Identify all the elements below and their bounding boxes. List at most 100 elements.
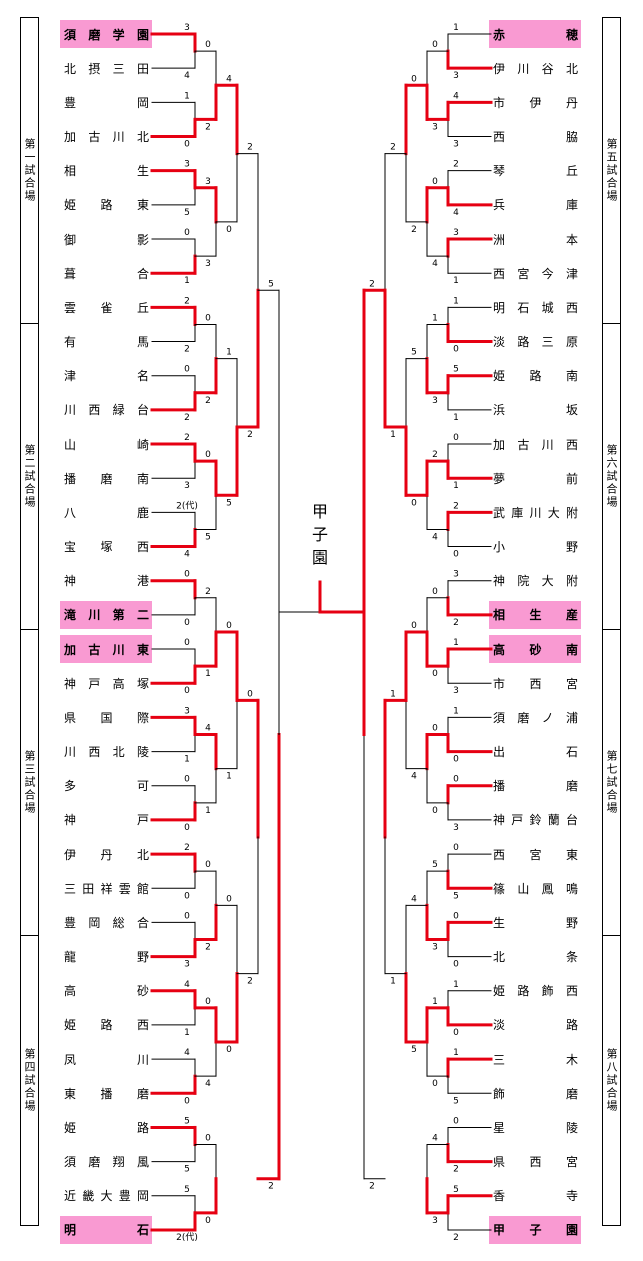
team-name: 凤川 [64,1052,149,1067]
team-name: 須磨ノ浦 [493,710,578,725]
team-name: 川西北陵 [64,745,149,760]
venue-name: 第三試合場 [23,750,36,815]
score-label: 4 [432,532,438,542]
score-label: 5 [205,532,211,542]
team-name: 甲子園 [489,1215,581,1244]
team-name: 神院大附 [493,574,578,589]
score-label: 1 [390,977,396,987]
team-name: 多可 [64,779,149,794]
team-name: 西宮東 [493,847,578,862]
score-label: 4 [226,74,232,84]
score-label: 0 [453,550,459,560]
score-label: 2 [247,977,253,987]
score-label: 5 [184,1185,190,1195]
score-label: 0 [205,860,211,870]
final-venue-label: 甲子園 [311,502,328,567]
team-name: 兵庫 [493,198,578,213]
score-label: 3 [453,140,459,150]
score-label: 0 [205,313,211,323]
score-label: 3 [432,1216,438,1226]
team-name: 北摂三田 [64,61,149,76]
score-label: 0 [411,74,417,84]
score-label: 4 [184,980,190,990]
score-label: 0 [453,755,459,765]
team-name: 近畿大豊岡 [64,1189,149,1204]
score-label: 1 [453,1048,459,1058]
venue-label: 第六試合場 [602,323,621,630]
score-label: 0 [184,686,190,696]
score-label: 1 [184,1028,190,1038]
team-name: 星陵 [493,1120,578,1135]
score-label: 0 [205,997,211,1007]
team-name: 出石 [493,745,578,760]
venue-label: 第三試合場 [20,629,39,936]
score-label: 2 [184,413,190,423]
score-label: 5 [453,1096,459,1106]
score-label: 0 [184,618,190,628]
score-label: 2 [411,225,417,235]
team-name: 加古川西 [493,437,578,452]
score-label: 5 [184,208,190,218]
score-label: 4 [453,208,459,218]
team-name: 明石城西 [493,300,578,315]
team-name: 北条 [493,950,578,965]
score-label: 4 [184,550,190,560]
score-label: 0 [184,228,190,238]
score-label: 5 [453,1185,459,1195]
team-name: 赤穂 [489,20,581,48]
team-name: 川西緑台 [64,403,149,418]
team-name: 伊丹北 [64,847,149,862]
team-name: 神戸 [64,813,149,828]
team-name: 姫路西 [64,1018,149,1033]
score-label: 2 [453,160,459,170]
score-label: 0 [226,1045,232,1055]
score-label: 3 [205,259,211,269]
team-name: 雲雀丘 [64,300,149,315]
score-label: 0 [453,433,459,443]
team-name: 姫路東 [64,198,149,213]
score-label: 3 [184,960,190,970]
score-label: 5 [432,860,438,870]
score-label: 4 [453,91,459,101]
team-name: 県国際 [64,710,149,725]
score-label: 2 [184,296,190,306]
score-label: 1 [453,481,459,491]
team-name: 浜坂 [493,403,578,418]
team-name: 有馬 [64,335,149,350]
score-label: 0 [184,1096,190,1106]
team-name: 姫路飾西 [493,984,578,999]
team-name: 八鹿 [64,505,149,520]
team-name: 夢前 [493,471,578,486]
score-label: 5 [411,1045,417,1055]
score-label: 0 [205,1134,211,1144]
score-label: 2 [205,122,211,132]
score-label: 4 [184,1048,190,1058]
score-label: 1 [453,638,459,648]
score-label: 3 [453,71,459,81]
score-label: 1 [453,413,459,423]
score-label: 0 [184,823,190,833]
score-label: 2 [453,1233,459,1243]
score-label: 1 [184,755,190,765]
score-label: 4 [432,1134,438,1144]
score-label: 3 [432,396,438,406]
team-name: 三田祥雲館 [64,881,149,896]
score-label: 1 [226,772,232,782]
score-label: 2 [205,587,211,597]
score-label: 1 [453,276,459,286]
team-name: 相生産 [489,600,581,629]
team-name: 神戸高塚 [64,676,149,691]
score-label: 0 [453,911,459,921]
venue-name: 第一試合場 [23,138,36,203]
score-label: 0 [205,450,211,460]
score-label: 1 [453,706,459,716]
team-name: 香寺 [493,1189,578,1204]
score-label: 3 [184,23,190,33]
team-name: 豊岡 [64,95,149,110]
score-label: 1 [184,276,190,286]
venue-label: 第二試合場 [20,323,39,630]
score-label: 2 [184,843,190,853]
team-name: 須磨学園 [60,20,152,48]
score-label: 0 [226,225,232,235]
score-label: 3 [184,481,190,491]
